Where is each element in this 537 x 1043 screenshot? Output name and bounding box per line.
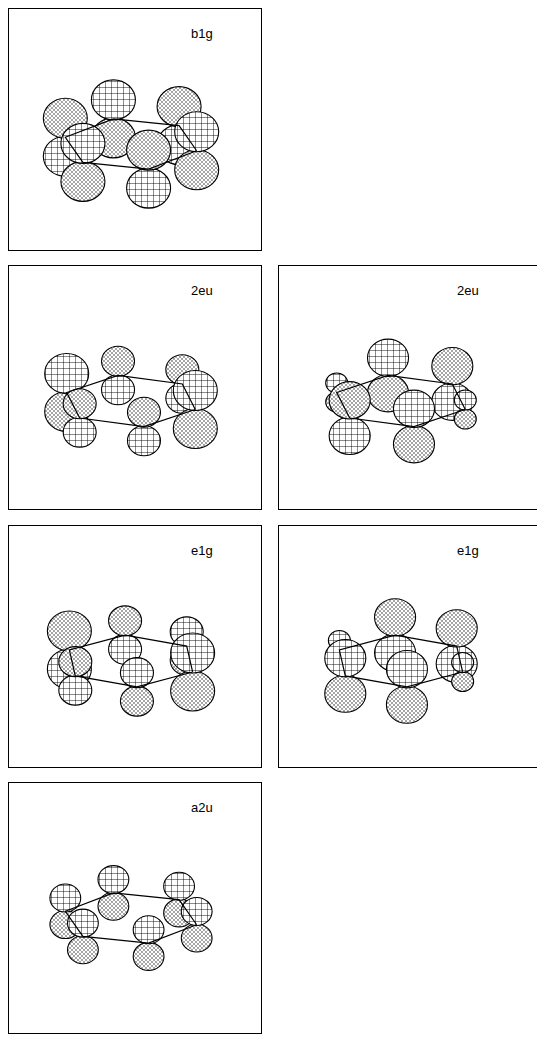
orbital-panel: e1g [8, 525, 262, 768]
orbital-drawing [9, 526, 260, 766]
orbital-drawing [279, 266, 537, 508]
orbital-panel: b1g [8, 8, 262, 251]
symmetry-label: b1g [191, 27, 213, 41]
orbital-drawing [279, 526, 537, 766]
orbital-panel: 2eu [278, 265, 537, 510]
symmetry-label: 2eu [191, 284, 213, 298]
symmetry-label: e1g [191, 544, 213, 558]
orbital-drawing [9, 9, 260, 249]
orbital-drawing [9, 266, 260, 508]
symmetry-label: e1g [457, 544, 479, 558]
orbital-panel: 2eu [8, 265, 262, 510]
symmetry-label: a2u [191, 801, 213, 815]
orbital-panel: e1g [278, 525, 537, 768]
symmetry-label: 2eu [457, 284, 479, 298]
orbital-drawing [9, 783, 260, 1032]
orbital-panel: a2u [8, 782, 262, 1034]
